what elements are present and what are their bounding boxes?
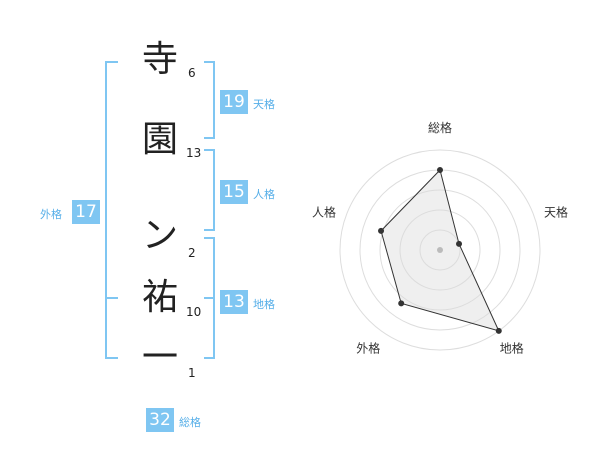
radar-axis-label: 地格 (500, 341, 524, 356)
name-char-5: 一 (141, 337, 178, 378)
tenkaku-value: 19 (220, 90, 248, 114)
gaikaku-label: 外格 (40, 208, 62, 221)
gaikaku-value: 17 (72, 200, 100, 224)
radar-point (456, 240, 463, 247)
radar-point (437, 167, 443, 173)
radar-center-dot (437, 247, 443, 253)
name-char-2: 園 (141, 119, 178, 160)
jinkaku-label: 人格 (253, 188, 275, 201)
radar-axis-label: 外格 (356, 341, 380, 356)
radar-point (495, 327, 502, 334)
stroke-count-5: 1 (188, 366, 196, 380)
chikaku-label: 地格 (253, 298, 275, 311)
stroke-count-1: 6 (188, 66, 196, 80)
tenkaku-label: 天格 (253, 98, 275, 111)
radar-point (378, 227, 385, 234)
soukaku-label: 総格 (179, 416, 201, 429)
name-char-1: 寺 (141, 39, 178, 80)
radar-ring (339, 149, 541, 351)
radar-ring (379, 189, 501, 311)
chikaku-value: 13 (220, 290, 248, 314)
radar-point (398, 300, 405, 307)
radar-axis-label: 人格 (312, 204, 336, 219)
name-char-3: ン (141, 215, 178, 256)
radar-ring (399, 209, 481, 291)
name-char-4: 祐 (141, 277, 178, 318)
radar-axis-label: 天格 (544, 204, 568, 219)
stroke-count-3: 2 (188, 246, 196, 260)
radar-axis-label: 総格 (428, 120, 452, 135)
jinkaku-value: 15 (220, 180, 248, 204)
stroke-count-2: 13 (186, 146, 202, 160)
stroke-count-4: 10 (186, 305, 202, 319)
soukaku-value: 32 (146, 408, 174, 432)
radar-ring (419, 229, 461, 271)
